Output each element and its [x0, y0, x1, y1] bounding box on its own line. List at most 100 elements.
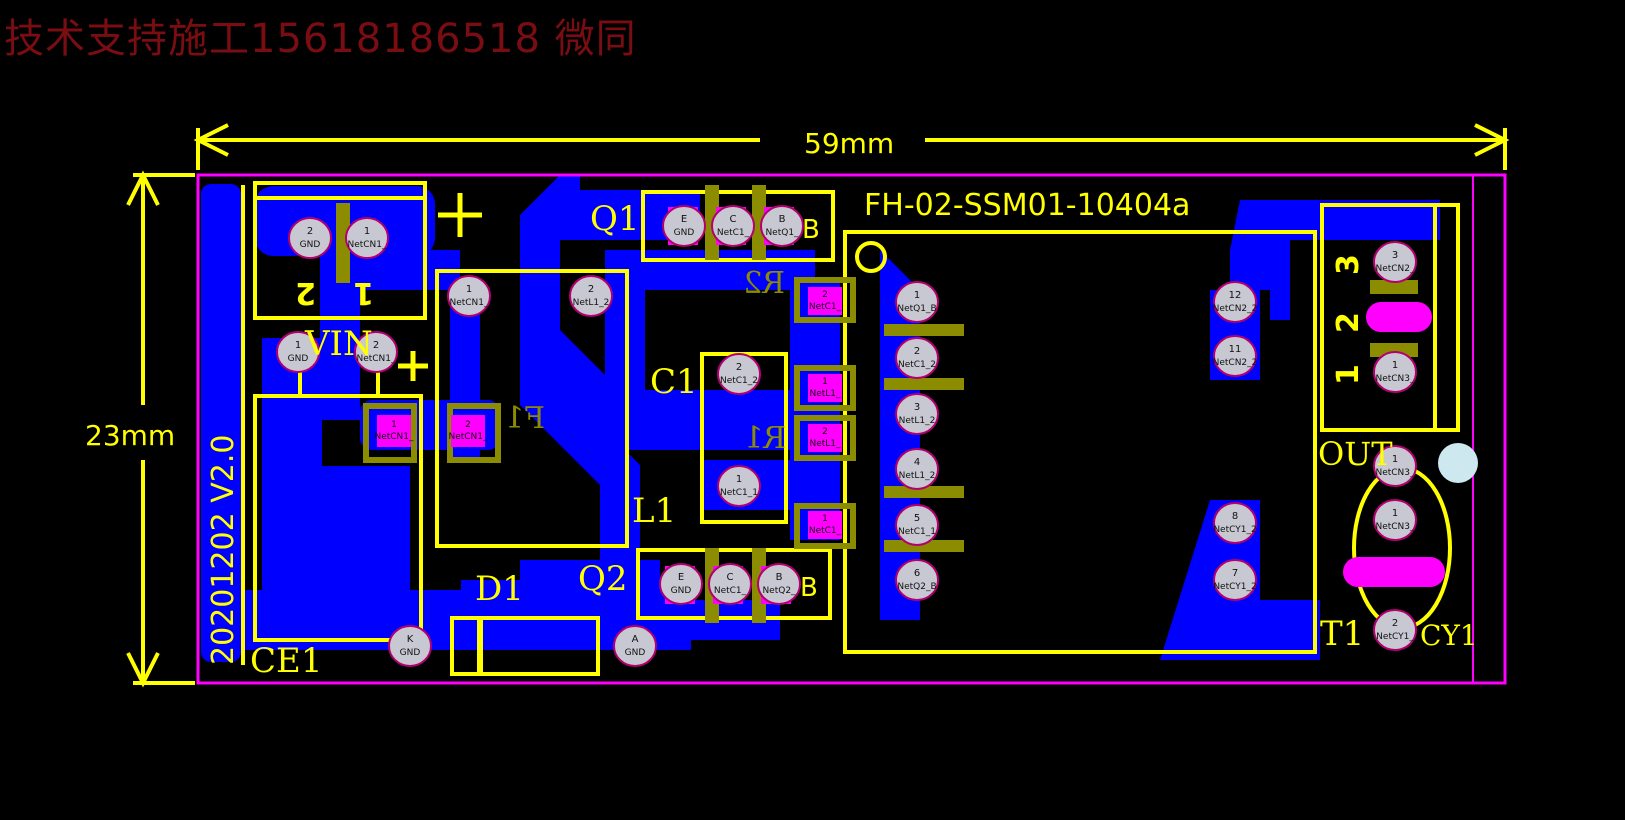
pad-circle [1213, 281, 1257, 323]
silk-ce1-body [253, 394, 423, 642]
pad-net: NetCN3_ [1375, 522, 1415, 532]
pad-circle [447, 275, 491, 317]
pad-circle [895, 448, 939, 490]
pad-number: 2 [914, 346, 920, 357]
smd-net: NetL1_ [809, 439, 841, 449]
pad-circle [1213, 559, 1257, 601]
board-title: FH-02-SSM01-10404a [864, 188, 1190, 223]
pad-circle [711, 205, 755, 247]
smd-number: 1 [822, 514, 828, 524]
smd-net: NetC1_ [809, 302, 842, 312]
pad-number: 4 [914, 457, 920, 468]
silk-bottom-frames [363, 277, 856, 549]
pad-net: NetCN3_ [1375, 374, 1415, 384]
pad-circle [354, 331, 398, 373]
dimension-width [193, 123, 1510, 170]
ref-r1: R1 [744, 421, 786, 456]
watermark-text: 技术支持施工15618186518 微同 [4, 16, 637, 62]
silk-q1-body [641, 190, 835, 262]
pad-number: 3 [1392, 250, 1398, 261]
pad-net: NetCY1_2 [1213, 525, 1256, 535]
pad-number: 6 [914, 568, 920, 579]
silk-out-pin1: 1 [1331, 364, 1366, 385]
pad-circle [717, 353, 761, 395]
ref-out: OUT [1318, 435, 1393, 473]
silk-vin-pin2: 2 [295, 275, 316, 310]
smd-number: 2 [822, 427, 828, 437]
pad-net: GND [400, 648, 421, 658]
silk-out-pin2: 2 [1331, 312, 1366, 333]
ref-f1: F1 [505, 401, 545, 436]
pad-number: 2 [736, 362, 742, 373]
pad-circle [895, 393, 939, 435]
pad-net: NetQ1_B [897, 304, 936, 314]
pad-net: GND [288, 354, 309, 364]
board-outline [196, 173, 1507, 685]
pad-circle [1213, 335, 1257, 377]
copper-left-loop [520, 175, 640, 595]
pad-net: NetQ2_ [762, 586, 796, 596]
ref-q1: Q1 [590, 199, 640, 239]
ref-d1: D1 [475, 569, 524, 609]
pad-circle [1373, 241, 1417, 283]
pad-number: 2 [307, 226, 313, 237]
pad-number: 3 [914, 402, 920, 413]
pad-circle [569, 275, 613, 317]
pad-circle [895, 337, 939, 379]
pad-number: 2 [1392, 618, 1398, 629]
smd-number: 2 [465, 420, 471, 430]
pad-number: K [407, 634, 414, 645]
pad-net: NetCN3_ [1375, 468, 1415, 478]
pad-number: C [727, 572, 734, 583]
pad-net: NetQ2_B [897, 582, 936, 592]
pad-net: NetCN2_2 [1213, 304, 1258, 314]
pad-net: NetQ1_ [765, 228, 799, 238]
ref-vin: VIN [304, 324, 373, 364]
dimension-height [126, 170, 195, 688]
pad-number: 7 [1232, 568, 1238, 579]
pad-circle [659, 563, 703, 605]
through-hole-pads: 2GND1NetCN1_1GND2NetCN1_1NetCN1_2NetL1_2… [276, 205, 1417, 667]
pad-circle [1373, 499, 1417, 541]
copper-big-loop [520, 190, 820, 450]
pad-net: NetC1_1 [720, 488, 758, 498]
pad-circle [613, 625, 657, 667]
pad-net: GND [300, 240, 321, 250]
pad-circle [708, 563, 752, 605]
pad-number: 1 [364, 226, 370, 237]
ref-t1: T1 [1320, 614, 1364, 654]
silk-l1-body [435, 269, 629, 548]
dimension-height-label: 23mm [85, 419, 175, 452]
pad-number: 11 [1229, 344, 1242, 355]
smd-number: 1 [391, 420, 397, 430]
ref-q2: Q2 [578, 559, 628, 599]
board-version: 20201202 V2.0 [206, 435, 241, 665]
silk-vin-body [253, 181, 427, 320]
pad-net: NetC1_2 [898, 360, 936, 370]
pad-net: NetC1_2 [720, 376, 758, 386]
pad-circle [895, 504, 939, 546]
pad-circle [1373, 609, 1417, 651]
silk-t1-body [843, 230, 1317, 654]
pad-d1-k: K GND [388, 625, 432, 667]
pad-number: 1 [466, 284, 472, 295]
pad-net: NetCN1_ [449, 298, 489, 308]
